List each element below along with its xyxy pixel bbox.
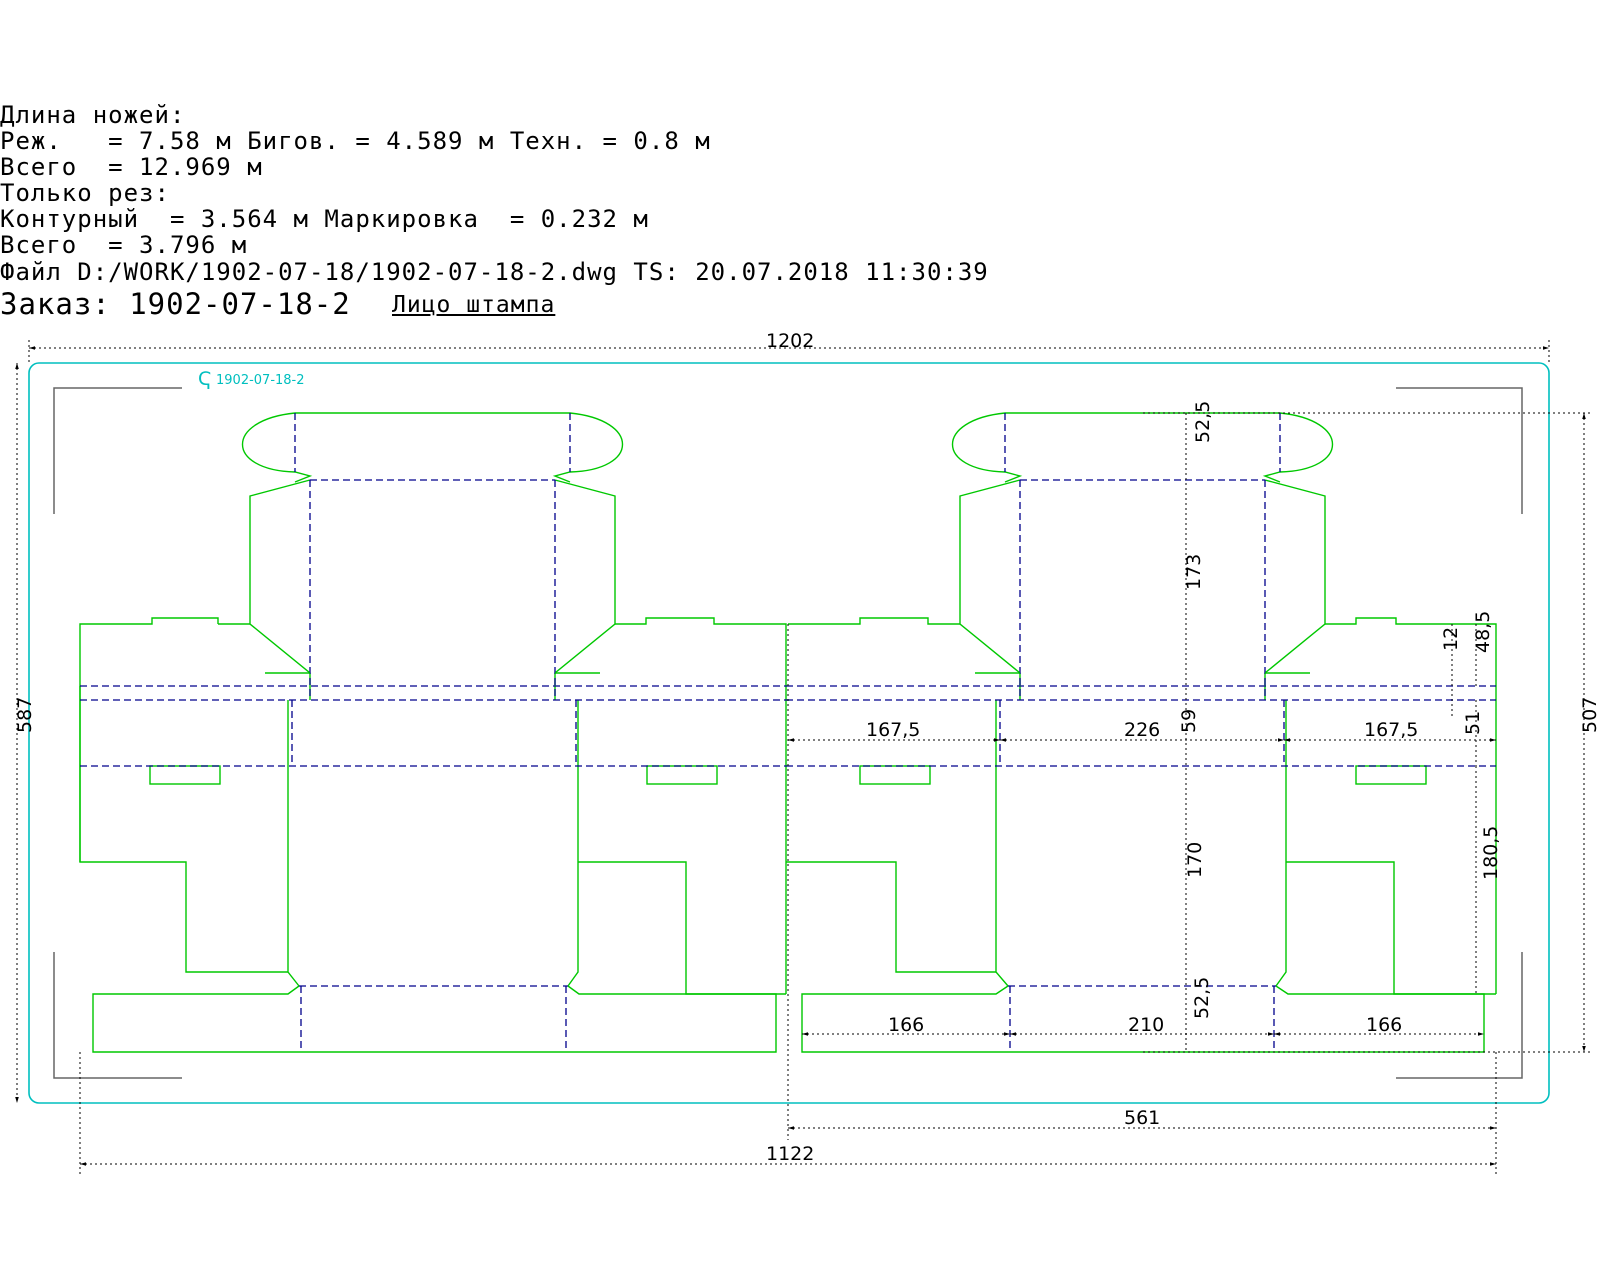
dim-center-panel: 226: [1124, 719, 1160, 741]
dim-lower-side: 180,5: [1480, 826, 1502, 880]
dim-side-panel-right: 167,5: [1364, 719, 1418, 741]
dim-half-width: 561: [1124, 1107, 1160, 1129]
dimension-labels: 1202 587 1122 561 507 52,5 173 59 170 52…: [14, 330, 1600, 1165]
order-side-label: Лицо штампа: [392, 292, 556, 318]
dim-right-height: 507: [1579, 697, 1600, 733]
dim-overall-width: 1202: [766, 330, 814, 352]
dimension-lines: [15, 340, 1590, 1176]
header-line-knife-length: Длина ножей:: [0, 101, 186, 129]
crease-lines: [80, 413, 1496, 1052]
dim-upper-panel: 173: [1183, 554, 1205, 590]
dim-top-flap: 52,5: [1192, 401, 1214, 443]
header-line-knife-types: Реж. = 7.58 м Бигов. = 4.589 м Техн. = 0…: [0, 127, 711, 155]
dim-side-panel-left: 167,5: [866, 719, 920, 741]
header-line-total: Всего = 12.969 м: [0, 153, 263, 181]
header-line-cut-only: Только рез:: [0, 179, 170, 207]
dim-bottom-flap: 52,5: [1191, 977, 1213, 1019]
die-frame: [28, 362, 1550, 1104]
dim-band-51: 51: [1462, 711, 1484, 735]
dim-lower-panel: 170: [1184, 842, 1206, 878]
dim-overall-height: 587: [14, 697, 36, 733]
header-line-file: Файл D:/WORK/1902-07-18/1902-07-18-2.dwg…: [0, 258, 989, 286]
dim-tab-48: 48,5: [1472, 611, 1494, 653]
dim-tab-12: 12: [1440, 627, 1462, 651]
dim-layout-width: 1122: [766, 1143, 814, 1165]
dim-bottom-right: 166: [1366, 1014, 1402, 1036]
dim-bottom-left: 166: [888, 1014, 924, 1036]
dim-middle-band: 59: [1178, 709, 1200, 733]
stamp-label: 1902-07-18-2: [216, 373, 305, 388]
stamp-mark: Ҁ 1902-07-18-2: [198, 368, 305, 390]
corner-marks: [53, 387, 1523, 1079]
header-line-cut-total: Всего = 3.796 м: [0, 231, 248, 259]
order-label: Заказ: 1902-07-18-2: [0, 287, 351, 321]
cut-lines: [79, 412, 1497, 1053]
stamp-logo-icon: Ҁ: [198, 368, 211, 390]
header-line-contour: Контурный = 3.564 м Маркировка = 0.232 м: [0, 205, 649, 233]
dim-bottom-center: 210: [1128, 1014, 1164, 1036]
